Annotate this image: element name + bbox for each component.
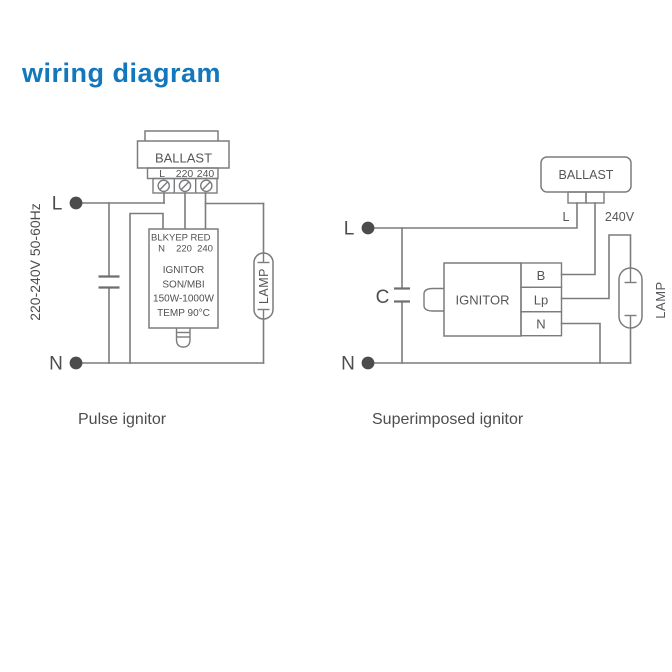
screw-icon	[178, 179, 192, 193]
live-label: L	[52, 194, 63, 215]
pulse-wires	[75, 192, 265, 364]
neutral-terminal-dot	[69, 356, 83, 370]
lamp-electrode-icon	[257, 253, 270, 319]
pulse-caption: Pulse ignitor	[78, 411, 167, 428]
ignitor-temp: TEMP 90°C	[157, 308, 210, 319]
ballast-terminal-240: 240	[197, 168, 215, 180]
lamp: LAMP	[253, 252, 274, 320]
ignitor-input-n: N	[158, 244, 165, 255]
lamp-electrode-icon	[624, 268, 637, 328]
screw-icon	[199, 179, 213, 193]
ballast-tap-voltage-label: 240V	[605, 210, 635, 224]
live-terminal-dot	[361, 221, 375, 235]
capacitor	[394, 287, 410, 303]
ignitor-terminal-lp-label: Lp	[534, 292, 548, 307]
wire-color-yep: YEP	[169, 233, 188, 244]
ignitor-terminal-b-label: B	[537, 268, 546, 283]
ballast-terminal-220: 220	[176, 168, 194, 180]
ballast-label: BALLAST	[559, 168, 614, 182]
page-title: wiring diagram	[22, 58, 222, 88]
ballast-terminal-L: L	[159, 168, 165, 180]
ignitor: IGNITOR B Lp N	[423, 262, 563, 337]
ignitor-plug	[423, 287, 444, 312]
ignitor-name: IGNITOR	[163, 265, 204, 276]
live-label: L	[344, 219, 355, 240]
lamp: LAMP	[618, 267, 668, 329]
screw-icon	[157, 179, 170, 193]
ballast-tap-live-label: L	[563, 210, 570, 224]
ballast: BALLAST L 220 240	[136, 130, 230, 194]
superimposed-caption: Superimposed ignitor	[372, 411, 524, 428]
ballast: BALLAST L 240V	[540, 156, 635, 224]
supply-voltage-label: 220-240V 50-60Hz	[27, 203, 43, 321]
ignitor-input-220: 220	[176, 244, 192, 255]
ignitor: BLK YEP RED N 220 240 IGNITOR SON/MBI 15…	[148, 228, 219, 348]
lamp-bulb	[253, 252, 274, 320]
superimposed-wires	[367, 202, 632, 364]
neutral-terminal-dot	[361, 356, 375, 370]
capacitor-label: C	[376, 287, 390, 308]
ignitor-input-240: 240	[197, 244, 213, 255]
ignitor-body	[148, 228, 219, 329]
ballast-terminal-left	[567, 191, 587, 204]
ignitor-type: SON/MBI	[162, 280, 204, 291]
neutral-label: N	[341, 354, 355, 375]
lamp-label: LAMP	[257, 268, 271, 304]
wire-color-blk: BLK	[151, 233, 170, 244]
ignitor-terminal-n-label: N	[536, 317, 545, 332]
capacitor	[98, 275, 120, 289]
neutral-label: N	[49, 354, 63, 375]
pulse-ignitor-circuit: 220-240V 50-60Hz	[27, 130, 274, 428]
ballast-terminal-right	[585, 191, 605, 204]
wire-color-red: RED	[190, 233, 210, 244]
ignitor-name: IGNITOR	[456, 293, 510, 308]
terminal-strip	[152, 177, 218, 194]
superimposed-ignitor-circuit: C L N BALLAST L 240V IGNITOR	[341, 156, 668, 428]
live-terminal-dot	[69, 196, 83, 210]
lamp-label: LAMP	[653, 281, 668, 318]
ballast-label: BALLAST	[155, 151, 212, 166]
ignitor-terminal-n	[520, 311, 563, 337]
ignitor-screw-base	[175, 328, 191, 348]
ignitor-power: 150W-1000W	[153, 294, 215, 305]
